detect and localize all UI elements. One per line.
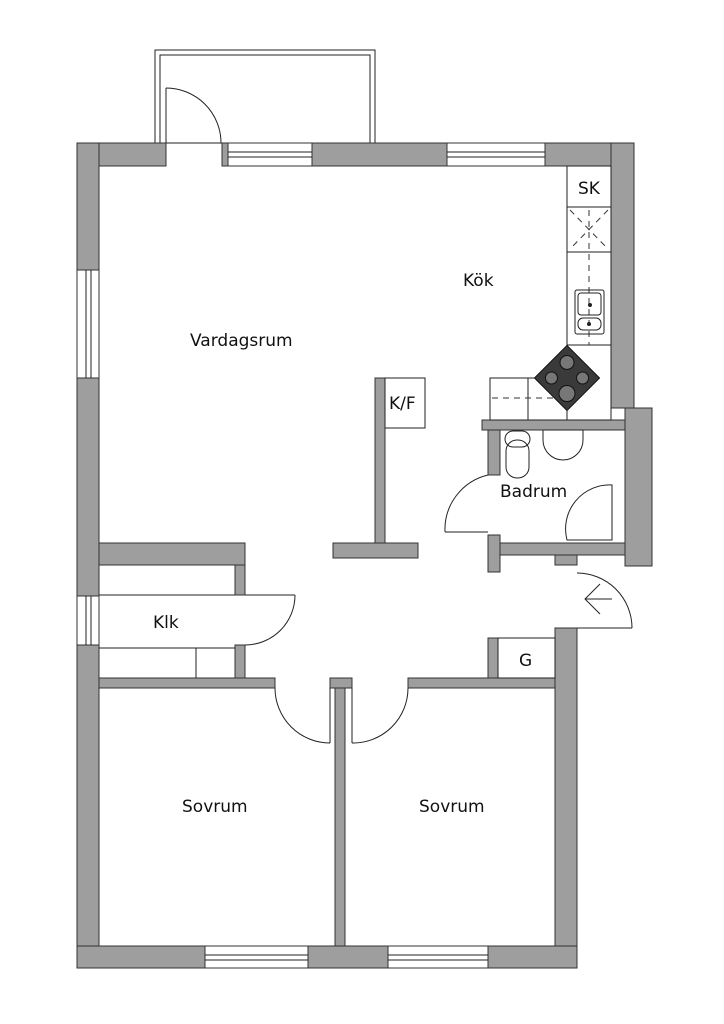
windows — [76, 142, 546, 969]
room-label-bathroom: Badrum — [500, 482, 567, 502]
cabinet-label: SK — [578, 179, 601, 199]
room-label-bedroom-left: Sovrum — [182, 797, 248, 817]
stove-icon — [533, 344, 601, 412]
entrance-arrow-icon — [584, 583, 612, 615]
shower-icon — [565, 484, 613, 541]
toilet-icon — [504, 430, 531, 448]
room-label-living: Vardagsrum — [190, 331, 293, 351]
room-label-bedroom-right: Sovrum — [419, 797, 485, 817]
sink-icon — [574, 289, 605, 335]
interior-walls — [98, 377, 626, 947]
bathroom-fixtures — [504, 429, 613, 541]
fridge-freezer-label: K/F — [389, 394, 416, 414]
doors — [165, 87, 633, 744]
washbasin-icon — [542, 429, 584, 461]
room-label-closet: Klk — [153, 613, 179, 633]
balcony — [154, 49, 376, 144]
fridge-freezer — [384, 377, 426, 429]
room-label-kitchen: Kök — [463, 271, 494, 291]
closets — [99, 594, 556, 679]
wardrobe-label: G — [519, 651, 532, 671]
